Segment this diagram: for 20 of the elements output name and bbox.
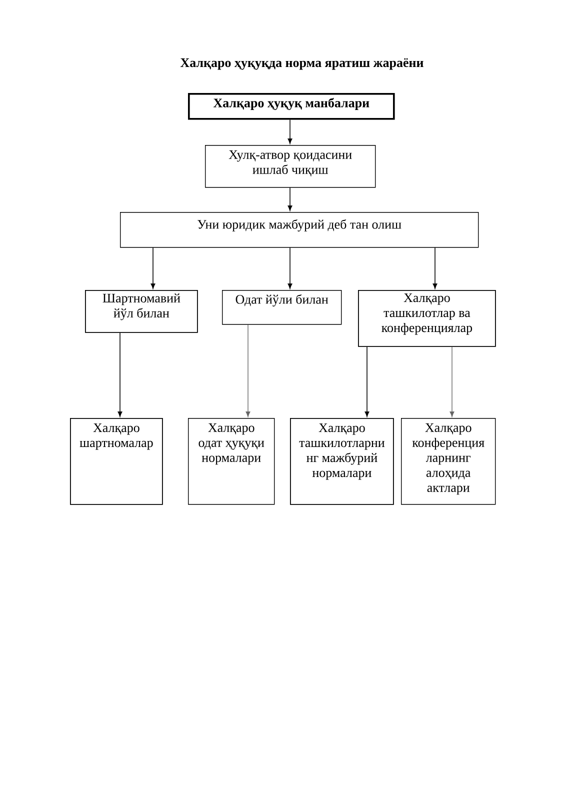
arrow <box>118 332 122 417</box>
title: Халқаро ҳуқуқда норма яратиш жараёни <box>180 58 424 70</box>
arrow <box>432 247 438 289</box>
process-box: Уни юридик мажбурий деб тан олиш <box>120 212 479 248</box>
process-box: Халқаро одат ҳуқуқи нормалари <box>188 418 275 505</box>
arrow <box>450 346 454 417</box>
arrow <box>364 346 370 417</box>
arrow <box>288 119 292 144</box>
process-box: Хулқ-атвор қоидасини ишлаб чиқиш <box>205 145 376 188</box>
heading-box: Халқаро ҳуқуқ манбалари <box>188 93 395 120</box>
arrow <box>246 324 250 417</box>
process-box: Халқаро ташкилотларни нг мажбурий нормалари <box>290 418 394 505</box>
arrow <box>288 247 292 289</box>
process-box: Халқаро шартномалар <box>70 418 163 505</box>
arrow <box>288 187 292 211</box>
process-box: Халқаро конференция ларнинг алоҳида актлари <box>401 418 496 505</box>
process-box: Шартномавий йўл билан <box>85 290 198 333</box>
arrow <box>150 247 156 289</box>
process-box: Одат йўли билан <box>222 290 342 325</box>
process-box: Халқаро ташкилотлар ва конференциялар <box>358 290 496 347</box>
